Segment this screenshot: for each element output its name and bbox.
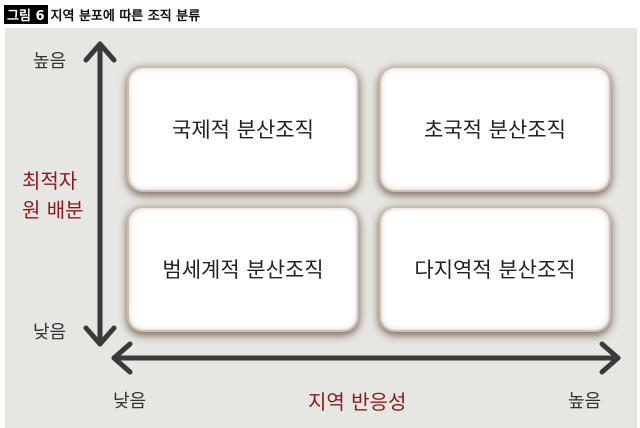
x-low-label: 낮음 <box>113 391 147 412</box>
figure-caption: 지역 분포에 따른 조직 분류 <box>50 9 201 24</box>
x-axis-label: 지역 반응성 <box>308 390 407 414</box>
figure-title: 그림 6 지역 분포에 따른 조직 분류 <box>4 5 200 24</box>
y-arrow-head-top <box>83 41 117 63</box>
y-axis-label-line1: 최적자 <box>22 169 78 193</box>
quadrant-bottom-right: 다지역적 분산조직 <box>381 208 609 330</box>
x-arrow-head-left <box>111 341 133 375</box>
y-arrow-head-bottom <box>83 325 117 347</box>
y-axis-label-line2: 원 배분 <box>22 198 84 222</box>
y-low-label: 낮음 <box>33 322 67 343</box>
x-arrow-head-right <box>599 341 621 375</box>
y-high-label: 높음 <box>33 51 67 72</box>
quadrant-top-left: 국제적 분산조직 <box>129 68 357 190</box>
quadrant-bottom-left: 범세계적 분산조직 <box>129 208 357 330</box>
quadrant-top-right: 초국적 분산조직 <box>381 68 609 190</box>
figure-number: 그림 6 <box>4 5 48 24</box>
x-high-label: 높음 <box>568 391 602 412</box>
